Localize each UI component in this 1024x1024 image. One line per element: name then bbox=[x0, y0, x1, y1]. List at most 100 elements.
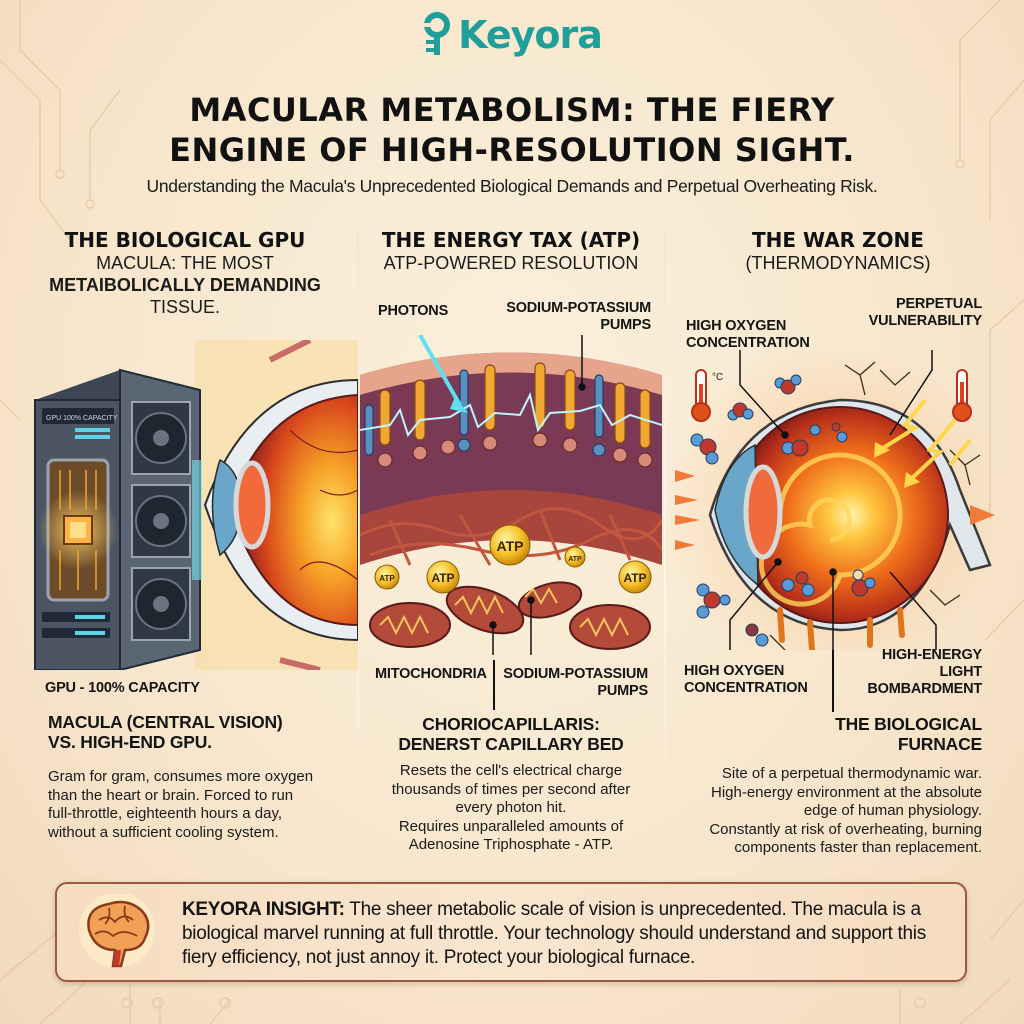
body-line: edge of human physiology. bbox=[803, 802, 982, 819]
svg-text:ATP: ATP bbox=[431, 571, 454, 585]
body-line: Requires unparalleled amounts of bbox=[398, 817, 624, 835]
vulnerability-label: PERPETUAL VULNERABILITY bbox=[840, 296, 983, 330]
gpu-eye-illustration: GPU 100% CAPACITY bbox=[34, 340, 358, 670]
light-bolts bbox=[878, 398, 972, 482]
atp-badge: ATP bbox=[564, 546, 586, 568]
brain-icon bbox=[79, 894, 155, 968]
section-title-line: DENERST CAPILLARY BED bbox=[398, 734, 624, 754]
subheading-line: MACULA: THE MOST bbox=[96, 253, 274, 273]
label-line: HIGH OXYGEN bbox=[686, 318, 787, 334]
eye-cross-section bbox=[203, 340, 358, 670]
title-line-2: ENGINE OF HIGH-RESOLUTION SIGHT. bbox=[169, 131, 855, 169]
body-line: Constantly at risk of overheating, burni… bbox=[709, 820, 982, 838]
column-body: Resets the cell's electrical charge thou… bbox=[360, 762, 662, 855]
fan-icon bbox=[131, 567, 191, 641]
section-title-line: CHORIOCAPILLARIS: bbox=[422, 714, 600, 734]
mitochondria bbox=[369, 581, 651, 650]
pumps-label-bottom: SODIUM-POTASSIUM PUMPS bbox=[500, 666, 648, 700]
brand-logo: Keyora bbox=[0, 12, 1024, 58]
logo-wordmark: Keyora bbox=[458, 13, 603, 57]
column-biological-gpu: THE BIOLOGICAL GPU MACULA: THE MOST META… bbox=[20, 228, 350, 318]
furnace-eye-illustration: °C bbox=[670, 350, 1005, 650]
label-line: LIGHT bbox=[939, 664, 983, 680]
page-title: MACULAR METABOLISM: THE FIERY ENGINE OF … bbox=[0, 90, 1024, 170]
section-title-line: FURNACE bbox=[897, 734, 982, 754]
column-subheading: (THERMODYNAMICS) bbox=[745, 253, 931, 273]
column-body: Site of a perpetual thermodynamic war. H… bbox=[670, 765, 982, 858]
body-line: Adenosine Triphosphate - ATP. bbox=[408, 836, 614, 853]
column-energy-tax: THE ENERGY TAX (ATP) ATP-POWERED RESOLUT… bbox=[360, 228, 662, 274]
label-line: HIGH-ENERGY bbox=[881, 647, 982, 663]
column-subheading: MACULA: THE MOST METAIBOLICALLY DEMANDIN… bbox=[20, 252, 350, 318]
label-line: PERPETUAL bbox=[895, 296, 982, 312]
title-line-1: MACULAR METABOLISM: THE FIERY bbox=[189, 91, 835, 129]
svg-text:ATP: ATP bbox=[623, 571, 646, 585]
column-body: Gram for gram, consumes more oxygen than… bbox=[48, 768, 358, 842]
insight-box: KEYORA INSIGHT: The sheer metabolic scal… bbox=[55, 882, 967, 982]
celsius-label: °C bbox=[712, 372, 723, 383]
column-heading: THE WAR ZONE bbox=[752, 228, 924, 252]
atp-badge: ATP bbox=[618, 560, 652, 594]
mitochondria-label: MITOCHONDRIA bbox=[375, 666, 487, 682]
pumps-label-top: SODIUM-POTASSIUM PUMPS bbox=[496, 300, 651, 334]
column-divider bbox=[664, 232, 666, 872]
column-divider bbox=[357, 232, 359, 872]
section-title: CHORIOCAPILLARIS: DENERST CAPILLARY BED bbox=[360, 714, 662, 754]
label-line: BOMBARDMENT bbox=[867, 681, 982, 697]
key-icon bbox=[424, 12, 451, 55]
body-line: components faster than replacement. bbox=[734, 839, 982, 856]
retina-atp-illustration: ATP ATP ATP ATP ATP bbox=[360, 335, 662, 655]
column-heading: THE ENERGY TAX (ATP) bbox=[381, 228, 641, 252]
burning-eye bbox=[708, 398, 992, 650]
label-line: CONCENTRATION bbox=[684, 680, 808, 696]
label-line: SODIUM-POTASSIUM bbox=[503, 666, 648, 682]
photon-beam bbox=[418, 335, 462, 406]
gpu-panel-text: GPU 100% CAPACITY bbox=[46, 415, 118, 422]
photoreceptor-cells bbox=[364, 362, 653, 468]
body-line: than the heart or brain. Forced to run bbox=[48, 786, 294, 804]
section-title: MACULA (CENTRAL VISION) VS. HIGH-END GPU… bbox=[48, 712, 283, 752]
subheading-bold: METAIBOLICALLY DEMANDING bbox=[49, 275, 321, 295]
label-line: HIGH OXYGEN bbox=[684, 663, 785, 679]
label-line: CONCENTRATION bbox=[686, 335, 810, 351]
body-line: without a sufficient cooling system. bbox=[48, 823, 279, 841]
svg-text:ATP: ATP bbox=[497, 538, 524, 554]
gpu-tower: GPU 100% CAPACITY bbox=[34, 368, 202, 670]
oxygen-label-top: HIGH OXYGEN CONCENTRATION bbox=[686, 318, 810, 352]
atp-badge: ATP bbox=[426, 560, 460, 594]
section-title-line: VS. HIGH-END GPU. bbox=[48, 732, 212, 752]
atp-badge: ATP bbox=[489, 524, 531, 566]
column-subheading: ATP-POWERED RESOLUTION bbox=[383, 253, 639, 273]
label-line: PUMPS bbox=[600, 317, 651, 333]
section-title: THE BIOLOGICAL FURNACE bbox=[800, 714, 982, 754]
body-line: every photon hit. bbox=[455, 799, 567, 816]
body-line: thousands of times per second after bbox=[391, 780, 631, 798]
thermometer-icon: °C bbox=[691, 369, 723, 422]
light-bombardment-label: HIGH-ENERGY LIGHT BOMBARDMENT bbox=[850, 647, 982, 698]
leader-line bbox=[832, 650, 834, 712]
section-title-line: MACULA (CENTRAL VISION) bbox=[48, 712, 283, 732]
gpu-capacity-label: GPU - 100% CAPACITY bbox=[45, 680, 200, 696]
thermometer-icon bbox=[952, 369, 972, 422]
insight-label: KEYORA INSIGHT: bbox=[182, 899, 345, 920]
oxygen-label-bottom: HIGH OXYGEN CONCENTRATION bbox=[684, 663, 808, 697]
body-line: Site of a perpetual thermodynamic war. bbox=[721, 765, 982, 782]
column-war-zone: THE WAR ZONE (THERMODYNAMICS) bbox=[668, 228, 1008, 274]
column-heading: THE BIOLOGICAL GPU bbox=[64, 228, 306, 252]
atp-badge: ATP bbox=[374, 564, 400, 590]
label-line: SODIUM-POTASSIUM bbox=[506, 300, 651, 316]
subheading-line: TISSUE. bbox=[149, 297, 220, 317]
body-line: full-throttle, eighteenth hours a day, bbox=[48, 805, 283, 822]
label-line: VULNERABILITY bbox=[868, 313, 983, 329]
oxygen-molecules bbox=[690, 374, 876, 647]
fan-icon bbox=[131, 401, 191, 475]
fan-icon bbox=[131, 484, 191, 558]
insight-body: The sheer metabolic scale of vision is u… bbox=[182, 899, 926, 968]
body-line: Resets the cell's electrical charge bbox=[399, 762, 623, 779]
body-line: High-energy environment at the absolute bbox=[711, 783, 982, 801]
insight-text: KEYORA INSIGHT: The sheer metabolic scal… bbox=[182, 898, 962, 970]
svg-text:ATP: ATP bbox=[379, 574, 395, 583]
leader-line bbox=[493, 660, 495, 710]
page-subtitle: Understanding the Macula's Unprecedented… bbox=[146, 176, 878, 196]
body-line: Gram for gram, consumes more oxygen bbox=[48, 768, 314, 785]
